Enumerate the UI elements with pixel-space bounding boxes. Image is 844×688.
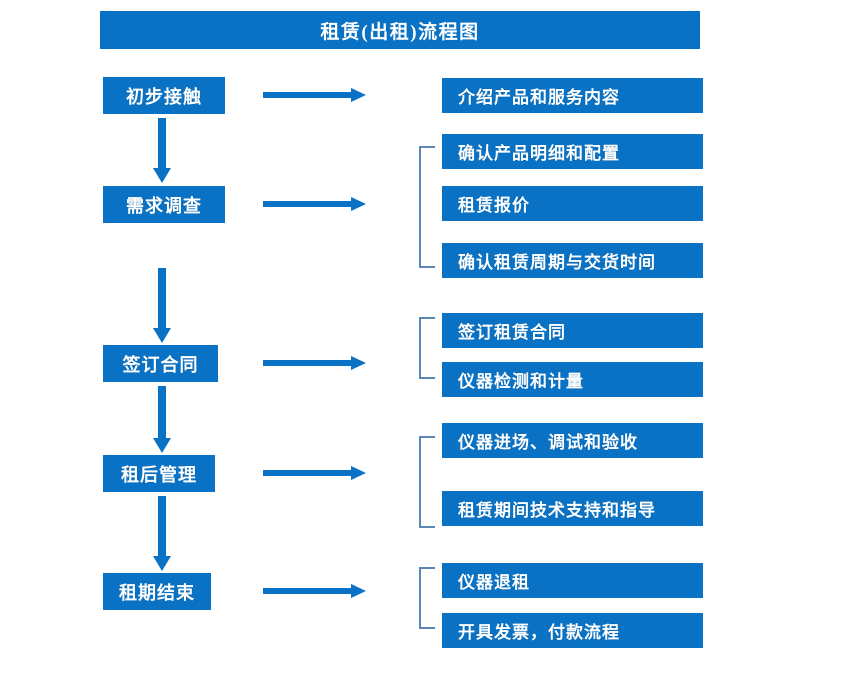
vertical-arrow-4 xyxy=(150,496,174,572)
stage-box-rental-end[interactable]: 租期结束 xyxy=(103,573,211,610)
stage-box-demand-survey[interactable]: 需求调查 xyxy=(103,186,225,223)
group-bracket-rental-end xyxy=(419,567,435,629)
detail-box-sign-rental-contract[interactable]: 签订租赁合同 xyxy=(442,313,703,348)
vertical-arrow-3 xyxy=(150,386,174,454)
horizontal-arrow-1 xyxy=(263,84,367,106)
detail-box-technical-support[interactable]: 租赁期间技术支持和指导 xyxy=(442,491,703,526)
page-title: 租赁(出租)流程图 xyxy=(100,11,700,49)
stage-box-sign-contract[interactable]: 签订合同 xyxy=(103,345,218,382)
detail-box-confirm-product-spec[interactable]: 确认产品明细和配置 xyxy=(442,134,703,169)
vertical-arrow-2 xyxy=(150,268,174,344)
group-bracket-sign-contract xyxy=(419,317,435,379)
vertical-arrow-1 xyxy=(150,118,174,184)
horizontal-arrow-5 xyxy=(263,580,367,602)
horizontal-arrow-4 xyxy=(263,462,367,484)
detail-box-instrument-inspection[interactable]: 仪器检测和计量 xyxy=(442,362,703,397)
detail-box-confirm-rental-period[interactable]: 确认租赁周期与交货时间 xyxy=(442,243,703,278)
detail-box-introduce-products[interactable]: 介绍产品和服务内容 xyxy=(442,78,703,113)
horizontal-arrow-3 xyxy=(263,352,367,374)
detail-box-rental-quote[interactable]: 租赁报价 xyxy=(442,186,703,221)
group-bracket-post-rental xyxy=(419,436,435,528)
horizontal-arrow-2 xyxy=(263,193,367,215)
stage-box-initial-contact[interactable]: 初步接触 xyxy=(103,77,225,114)
stage-box-post-rental-management[interactable]: 租后管理 xyxy=(103,455,215,492)
detail-box-invoice-payment[interactable]: 开具发票，付款流程 xyxy=(442,613,703,648)
detail-box-instrument-return[interactable]: 仪器退租 xyxy=(442,563,703,598)
detail-box-instrument-onsite[interactable]: 仪器进场、调试和验收 xyxy=(442,423,703,458)
group-bracket-demand-survey xyxy=(419,146,435,268)
